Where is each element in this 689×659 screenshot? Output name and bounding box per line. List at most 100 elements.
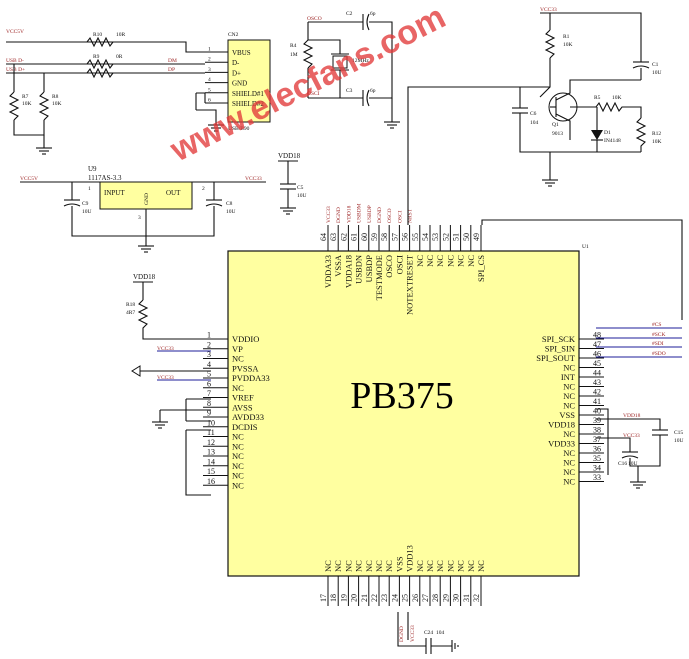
pin-number: 46 bbox=[593, 350, 601, 359]
pin-number: 37 bbox=[593, 435, 601, 444]
left-side-circuit: VDD18 R18 4R7 VCC33 VCC33 bbox=[126, 273, 211, 496]
pin-name: AVDD33 bbox=[232, 412, 264, 422]
pin-number: 56 bbox=[401, 233, 410, 241]
pin-number: 11 bbox=[207, 428, 215, 437]
pin-number: 15 bbox=[207, 467, 215, 476]
usb-pin-name: D+ bbox=[232, 69, 241, 77]
pin-name: NC bbox=[343, 560, 353, 572]
osco-net: OSCO bbox=[307, 16, 322, 22]
pin-number: 59 bbox=[370, 233, 379, 241]
regulator-pin-gnd: 3 bbox=[138, 215, 141, 221]
pin-name: VP bbox=[232, 344, 243, 354]
pin-name: NC bbox=[563, 391, 575, 401]
pin-name: NC bbox=[563, 467, 575, 477]
pin-number: 13 bbox=[207, 448, 215, 457]
c6-label: C6 bbox=[530, 111, 537, 117]
pin-name: NC bbox=[563, 477, 575, 487]
pin-name: NC bbox=[563, 363, 575, 373]
osci-net: OSCI bbox=[307, 91, 320, 97]
c5-value: 10U bbox=[297, 193, 307, 199]
r9-label: R9 bbox=[93, 54, 100, 60]
c6-value: 104 bbox=[530, 120, 539, 126]
top-net-label: VCC33 bbox=[326, 206, 332, 223]
pin-number: 28 bbox=[431, 594, 440, 602]
pin-name: NC bbox=[466, 560, 476, 572]
top-net-label: VDD18 bbox=[346, 205, 352, 223]
pin-name: NC bbox=[445, 255, 455, 267]
pin-name: NC bbox=[232, 383, 244, 393]
usb-pin-name: GND bbox=[232, 80, 247, 88]
regulator-ref: U9 bbox=[88, 165, 97, 173]
pin-number: 38 bbox=[593, 426, 601, 435]
pin-name: NC bbox=[333, 560, 343, 572]
pin-name: VREF bbox=[232, 393, 254, 403]
pin-name: NC bbox=[232, 461, 244, 471]
c5-label: C5 bbox=[297, 185, 304, 191]
usb-pin-name: SHIELD#1 bbox=[232, 90, 264, 98]
pin-name: NC bbox=[364, 560, 374, 572]
pin-number: 53 bbox=[431, 233, 440, 241]
pin-number: 52 bbox=[441, 233, 450, 241]
r1-label: R1 bbox=[563, 34, 570, 40]
vdd18-net-top: VDD18 bbox=[278, 152, 301, 160]
vcc33-net-pin5: VCC33 bbox=[157, 375, 174, 381]
pin-name: VDDA18 bbox=[343, 255, 353, 288]
pin-number: 60 bbox=[360, 233, 369, 241]
c1-value: 10U bbox=[652, 70, 662, 76]
r9-value: 0R bbox=[116, 54, 123, 60]
usb-pin-number: 5 bbox=[208, 87, 211, 93]
usb-dp-net: USB D+ bbox=[6, 67, 25, 73]
c15-value: 10U bbox=[674, 438, 684, 444]
dp-net: DP bbox=[168, 67, 175, 73]
vcc33-net-bottom: VCC33 bbox=[410, 625, 416, 642]
pin-number: 39 bbox=[593, 416, 601, 425]
pin-number: 36 bbox=[593, 445, 601, 454]
r1-value: 10K bbox=[563, 42, 573, 48]
c8-label: C8 bbox=[226, 201, 233, 207]
vcc5v-net-reg: VCC5V bbox=[20, 176, 38, 182]
pin-number: 22 bbox=[370, 594, 379, 602]
pin-name: NC bbox=[415, 255, 425, 267]
pin-number: 51 bbox=[452, 233, 461, 241]
vdd18-net-left: VDD18 bbox=[133, 273, 156, 281]
pin-number: 6 bbox=[207, 379, 211, 388]
q1-value: 9013 bbox=[552, 131, 563, 137]
pin-number: 35 bbox=[593, 454, 601, 463]
pin-name: NC bbox=[435, 255, 445, 267]
pin-number: 34 bbox=[593, 464, 601, 473]
pin-number: 54 bbox=[421, 233, 430, 241]
usb-wiring: R10 10R R9 0R DM DP VCC5V USB D- USB D+ … bbox=[6, 29, 224, 155]
pin-number: 21 bbox=[360, 594, 369, 602]
pin-name: SPI_SCK bbox=[542, 334, 576, 344]
pin-number: 1 bbox=[207, 331, 211, 340]
pin-name: PVSSA bbox=[232, 363, 259, 373]
usb-connector-ref: CN2 bbox=[228, 32, 239, 38]
ic-top-pins: 64VDDA3363VSSA62VDDA1861USBDN60USBDP59TE… bbox=[319, 225, 486, 315]
c3-label: C3 bbox=[346, 88, 353, 94]
regulator-gnd-label: GND bbox=[144, 193, 150, 205]
usb-pin-number: 6 bbox=[208, 98, 211, 104]
c2-label: C2 bbox=[346, 11, 353, 17]
pin-number: 23 bbox=[380, 594, 389, 602]
pin-number: 10 bbox=[207, 418, 215, 427]
pin-number: 58 bbox=[380, 233, 389, 241]
pin-number: 55 bbox=[411, 233, 420, 241]
pin-name: OSCO bbox=[384, 255, 394, 278]
top-net-label: USBDM bbox=[357, 203, 363, 223]
cs-net: #CS bbox=[652, 322, 661, 328]
pin-name: NC bbox=[232, 354, 244, 364]
pin-name: NC bbox=[435, 560, 445, 572]
pin-name: NC bbox=[476, 560, 486, 572]
pin-number: 61 bbox=[350, 233, 359, 241]
r5-label: R5 bbox=[594, 95, 601, 101]
regulator-out-label: OUT bbox=[166, 189, 181, 197]
vdd18-net-right: VDD18 bbox=[623, 413, 641, 419]
pin-number: 8 bbox=[207, 399, 211, 408]
pin-number: 17 bbox=[319, 594, 328, 602]
dgnd-net-bottom: DGND bbox=[399, 626, 405, 642]
r4-value: 1M bbox=[290, 52, 298, 58]
usb-pin-name: D- bbox=[232, 59, 240, 67]
